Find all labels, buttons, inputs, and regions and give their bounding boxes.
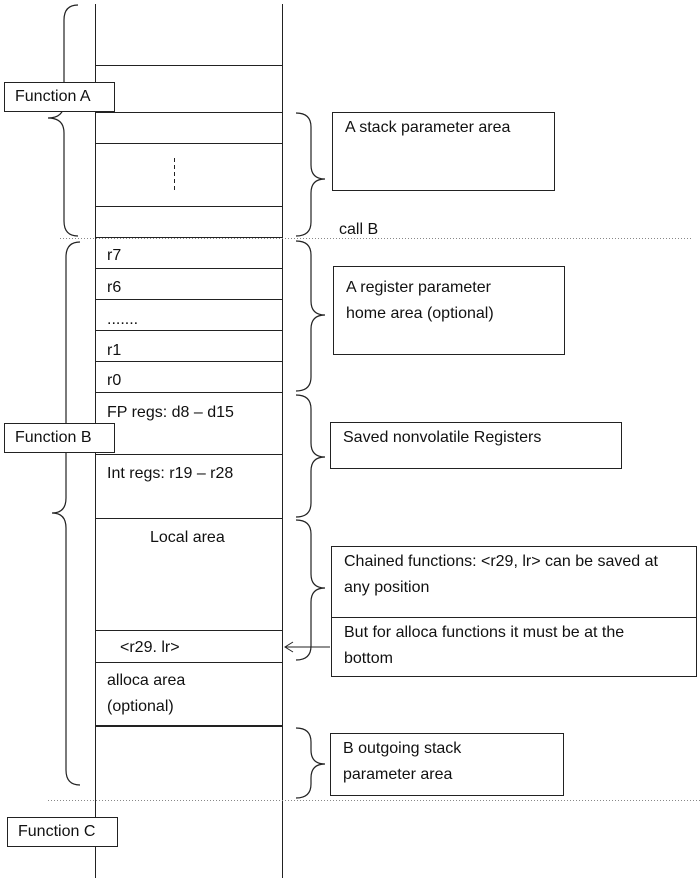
register-home-line-1: A register parameter [346, 279, 491, 296]
stack-cell-ellipsis: ....... [107, 311, 139, 328]
chained-line-2: any position [344, 579, 430, 596]
stack-param-area-box: A stack parameter area [332, 112, 555, 191]
brace-stack-param [295, 112, 326, 237]
brace-function-a [47, 4, 79, 237]
function-c-label: Function C [7, 817, 118, 847]
stack-cell-r1: r1 [107, 342, 122, 359]
stack-cell-r0: r0 [107, 372, 122, 389]
stack-cell-r7: r7 [107, 247, 122, 264]
chained-line-1: Chained functions: <r29, lr> can be save… [344, 553, 658, 570]
stack-cell-local-area: Local area [150, 529, 225, 546]
saved-nonvolatile-text: Saved nonvolatile Registers [343, 429, 542, 446]
stack-cell-int-regs: Int regs: r19 – r28 [107, 465, 234, 482]
alloca-line-2: bottom [344, 650, 393, 667]
stack-param-area-text: A stack parameter area [345, 119, 511, 136]
outgoing-stack-box: B outgoing stack parameter area [330, 733, 564, 796]
register-home-line-2: home area (optional) [346, 305, 494, 322]
alloca-line-1: But for alloca functions it must be at t… [344, 624, 625, 641]
stack-cell-r6: r6 [107, 279, 122, 296]
chained-functions-box: Chained functions: <r29, lr> can be save… [331, 546, 697, 618]
stack-cell-fp-regs: FP regs: d8 – d15 [107, 404, 234, 421]
brace-saved-nonvolatile [295, 394, 326, 518]
saved-nonvolatile-box: Saved nonvolatile Registers [330, 422, 622, 469]
outgoing-line-1: B outgoing stack [343, 740, 462, 757]
outgoing-line-2: parameter area [343, 766, 453, 783]
stack-cell-r29-lr: <r29. lr> [120, 639, 180, 656]
arrow-head [284, 641, 294, 653]
brace-register-home [295, 240, 326, 392]
function-a-label: Function A [4, 82, 115, 112]
function-b-label: Function B [4, 423, 115, 453]
alloca-note-box: But for alloca functions it must be at t… [331, 617, 697, 677]
stack-cell-alloca-area: alloca area [107, 672, 186, 689]
stack-cell-alloca-optional: (optional) [107, 698, 174, 715]
register-home-area-box: A register parameter home area (optional… [333, 266, 565, 355]
brace-function-b [51, 241, 81, 786]
brace-outgoing [295, 727, 326, 799]
brace-chained [295, 519, 326, 661]
call-b-label: call B [339, 221, 379, 238]
